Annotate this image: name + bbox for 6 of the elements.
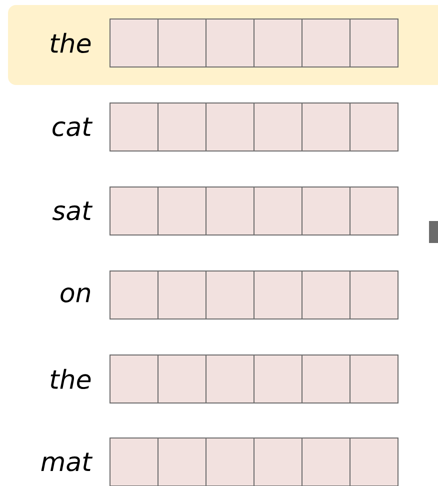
word: the [50,32,91,54]
word: on [60,288,90,302]
word: cat [52,118,93,136]
word: mat [41,452,93,472]
word: sat [52,202,93,220]
word: the [50,368,91,390]
